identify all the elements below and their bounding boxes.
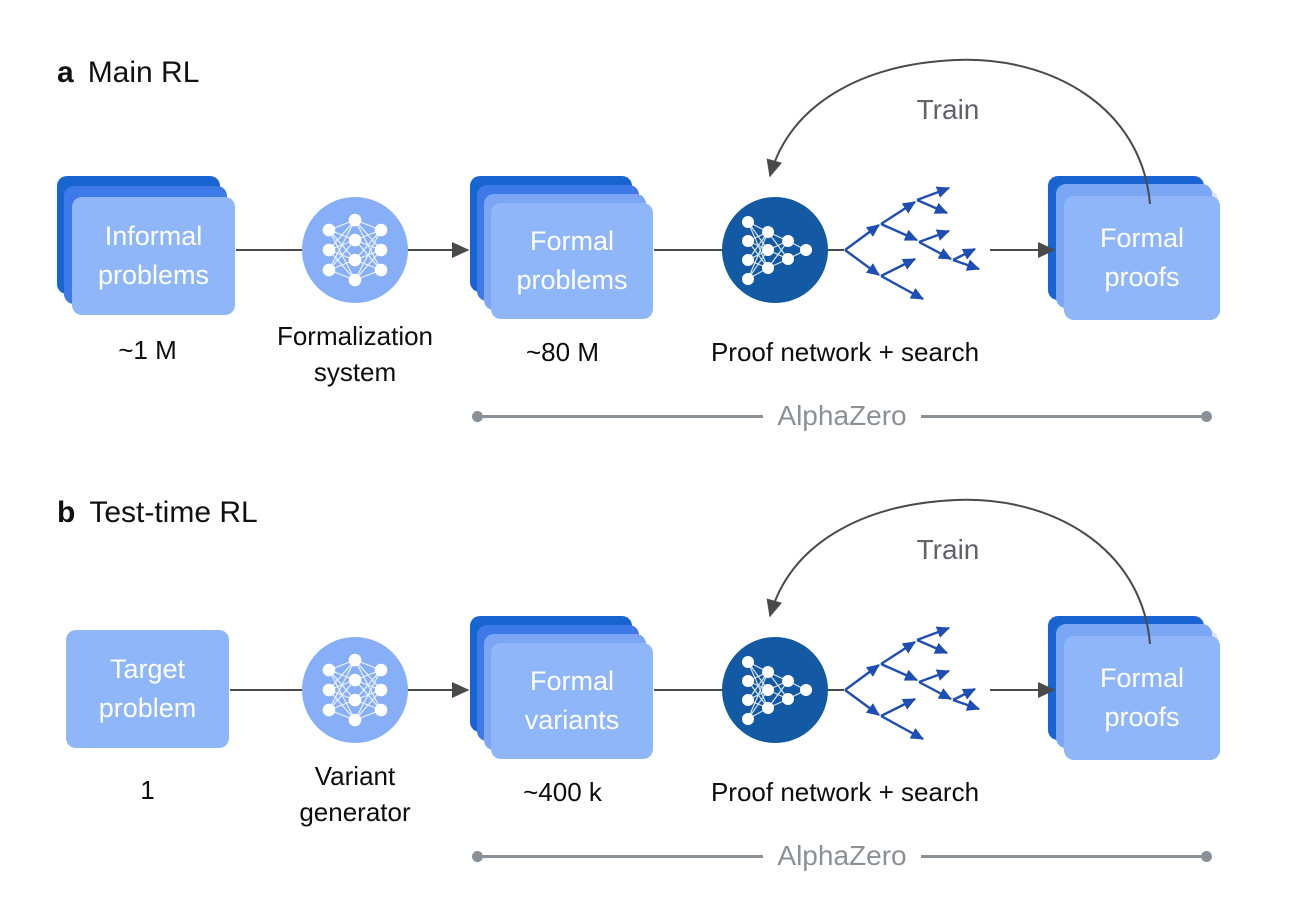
formal-count-label: ~80 M	[526, 337, 599, 367]
train-label: Train	[916, 534, 980, 565]
neural-network-icon	[721, 196, 829, 304]
endpoint-dot-icon	[472, 410, 483, 422]
input-count-label: ~1 M	[118, 335, 177, 365]
panel-letter: a	[57, 56, 74, 89]
card-target-problem: Target problem	[66, 630, 229, 748]
generator-label: Formalization system	[276, 321, 434, 387]
search-tree-icon	[845, 188, 979, 299]
panel-title: a Main RL	[57, 56, 199, 90]
span-line	[483, 854, 764, 858]
panel-test-time-rl: b Test-time RL Target problem 1 Variant g…	[0, 440, 1300, 908]
formal-problems-stack: Formal problems	[470, 176, 655, 321]
formal-count-label: ~400 k	[523, 777, 602, 807]
card-formal-problems: Formal problems	[491, 203, 653, 319]
alphazero-span: AlphaZero	[472, 400, 1212, 431]
span-line	[483, 414, 764, 418]
formal-proofs-stack: Formal proofs	[1048, 616, 1223, 762]
endpoint-dot-icon	[1201, 850, 1212, 862]
card-label: Formal problems	[516, 226, 628, 295]
card-label: Formal proofs	[1099, 223, 1184, 292]
train-label: Train	[916, 94, 980, 125]
alphazero-span: AlphaZero	[472, 840, 1212, 871]
card-formal-proofs: Formal proofs	[1064, 196, 1220, 320]
formal-variants-stack: Formal variants	[470, 616, 655, 761]
panel-title-text: Test-time RL	[89, 496, 258, 529]
neural-network-icon	[301, 196, 409, 304]
neural-network-icon	[721, 636, 829, 744]
prover-label: Proof network + search	[710, 337, 980, 367]
endpoint-dot-icon	[472, 850, 483, 862]
informal-problems-stack: Informal problems	[57, 176, 237, 317]
card-label: Formal proofs	[1099, 663, 1184, 732]
panel-title: b Test-time RL	[57, 496, 258, 530]
panel-title-text: Main RL	[87, 56, 200, 89]
prover-label: Proof network + search	[710, 777, 980, 807]
alphazero-label: AlphaZero	[777, 840, 907, 871]
endpoint-dot-icon	[1201, 410, 1212, 422]
card-formal-variants: Formal variants	[491, 643, 653, 759]
card-label: Informal problems	[97, 221, 210, 290]
generator-label: Variant generator	[299, 761, 411, 827]
alphazero-label: AlphaZero	[777, 400, 907, 431]
card-formal-proofs: Formal proofs	[1064, 636, 1220, 760]
card-label: Target problem	[98, 654, 197, 723]
formal-proofs-stack: Formal proofs	[1048, 176, 1223, 322]
card-informal-problems: Informal problems	[72, 197, 235, 315]
panel-letter: b	[57, 496, 76, 529]
search-tree-icon	[845, 628, 979, 739]
span-line	[920, 854, 1201, 858]
card-label: Formal variants	[524, 666, 620, 735]
span-line	[920, 414, 1201, 418]
input-count-label: 1	[140, 775, 155, 805]
neural-network-icon	[301, 636, 409, 744]
panel-main-rl: a Main RL Informal problems ~1 M Formaliz…	[57, 56, 1223, 431]
